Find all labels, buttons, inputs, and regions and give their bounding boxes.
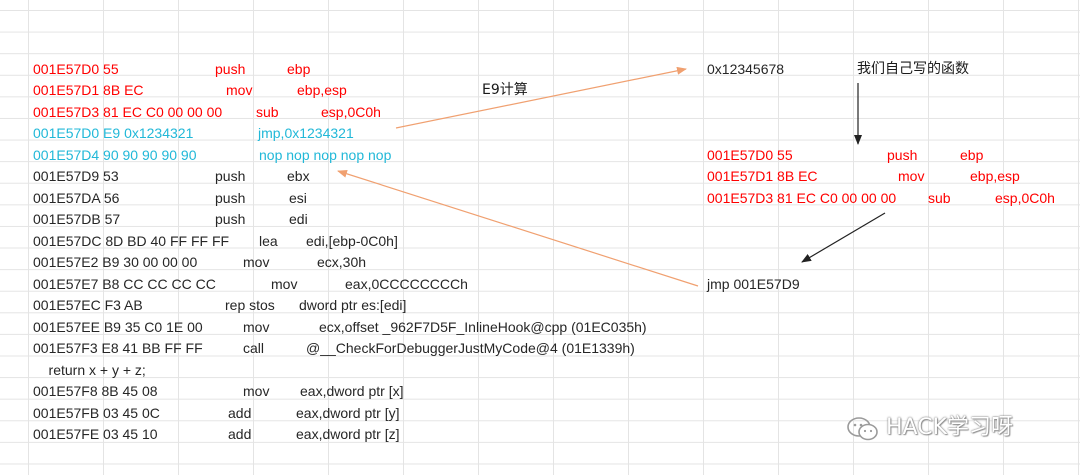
row-args[interactable]: ebx — [287, 168, 310, 184]
row-addr[interactable]: 001E57D3 81 EC C0 00 00 00 — [33, 104, 223, 120]
row-args[interactable]: esi — [289, 190, 307, 206]
row-addr[interactable]: 001E57EE B9 35 C0 1E 00 — [33, 319, 203, 335]
row-op[interactable]: add — [228, 405, 252, 421]
right-row-addr[interactable]: 001E57D3 81 EC C0 00 00 00 — [707, 190, 897, 206]
hook-note[interactable]: 我们自己写的函数 — [857, 61, 969, 77]
row-addr[interactable]: 001E57FE 03 45 10 — [33, 426, 158, 442]
right-row-args[interactable]: ebp — [960, 147, 984, 163]
row-args[interactable]: ebp,esp — [297, 82, 347, 98]
row-addr[interactable]: 001E57D4 90 90 90 90 90 — [33, 147, 197, 163]
row-addr[interactable]: 001E57DC 8D BD 40 FF FF FF — [33, 233, 230, 249]
row-args[interactable]: esp,0C0h — [321, 104, 381, 120]
row-args[interactable]: ecx,30h — [317, 254, 367, 270]
source-line[interactable]: return x + y + z; — [33, 362, 146, 378]
row-op[interactable]: push — [215, 61, 246, 77]
row-args[interactable]: @__CheckForDebuggerJustMyCode@4 (01E1339… — [306, 340, 635, 356]
row-args[interactable]: eax,dword ptr [y] — [296, 405, 400, 421]
hook-address[interactable]: 0x12345678 — [707, 61, 785, 77]
row-op[interactable]: jmp,0x1234321 — [258, 125, 354, 141]
e9-calc-label[interactable]: E9计算 — [482, 82, 528, 98]
row-addr[interactable]: 001E57F8 8B 45 08 — [33, 383, 158, 399]
row-op[interactable]: mov — [243, 254, 270, 270]
row-op[interactable]: mov — [226, 82, 253, 98]
row-op[interactable]: push — [215, 168, 246, 184]
row-op[interactable]: lea — [259, 233, 278, 249]
row-args[interactable]: ebp — [287, 61, 311, 77]
row-addr[interactable]: 001E57D1 8B EC — [33, 82, 144, 98]
right-row-op[interactable]: sub — [928, 190, 951, 206]
row-addr[interactable]: 001E57DA 56 — [33, 190, 120, 206]
row-addr[interactable]: 001E57FB 03 45 0C — [33, 405, 160, 421]
row-op[interactable]: rep stos — [225, 297, 275, 313]
row-addr[interactable]: 001E57D0 55 — [33, 61, 119, 77]
row-op[interactable]: sub — [256, 104, 279, 120]
row-addr[interactable]: 001E57EC F3 AB — [33, 297, 143, 313]
row-addr[interactable]: 001E57E7 B8 CC CC CC CC — [33, 276, 216, 292]
row-args[interactable]: edi — [289, 211, 308, 227]
row-op[interactable]: mov — [243, 319, 270, 335]
row-addr[interactable]: 001E57D0 E9 0x1234321 — [33, 125, 194, 141]
row-op[interactable]: call — [243, 340, 265, 356]
right-row-op[interactable]: mov — [898, 168, 925, 184]
row-args[interactable]: eax,dword ptr [z] — [296, 426, 400, 442]
right-row-op[interactable]: push — [887, 147, 918, 163]
row-op[interactable]: push — [215, 211, 246, 227]
right-row-args[interactable]: ebp,esp — [970, 168, 1020, 184]
row-addr[interactable]: 001E57D9 53 — [33, 168, 119, 184]
row-args[interactable]: edi,[ebp-0C0h] — [306, 233, 398, 249]
row-addr[interactable]: 001E57F3 E8 41 BB FF FF — [33, 340, 203, 356]
row-op[interactable]: nop nop nop nop nop — [259, 147, 392, 163]
row-op[interactable]: add — [228, 426, 252, 442]
row-addr[interactable]: 001E57DB 57 — [33, 211, 121, 227]
jmp-back[interactable]: jmp 001E57D9 — [707, 276, 800, 292]
right-row-args[interactable]: esp,0C0h — [995, 190, 1055, 206]
row-args[interactable]: dword ptr es:[edi] — [299, 297, 407, 313]
row-op[interactable]: mov — [271, 276, 298, 292]
row-op[interactable]: push — [215, 190, 246, 206]
right-row-addr[interactable]: 001E57D0 55 — [707, 147, 793, 163]
right-row-addr[interactable]: 001E57D1 8B EC — [707, 168, 818, 184]
wechat-icon — [847, 417, 878, 441]
row-args[interactable]: ecx,offset _962F7D5F_InlineHook@cpp (01E… — [319, 319, 647, 335]
row-args[interactable]: eax,0CCCCCCCCh — [345, 276, 468, 292]
row-addr[interactable]: 001E57E2 B9 30 00 00 00 — [33, 254, 198, 270]
row-op[interactable]: mov — [243, 383, 270, 399]
row-args[interactable]: eax,dword ptr [x] — [300, 383, 404, 399]
watermark-text: HACK学习呀 — [886, 415, 1013, 440]
